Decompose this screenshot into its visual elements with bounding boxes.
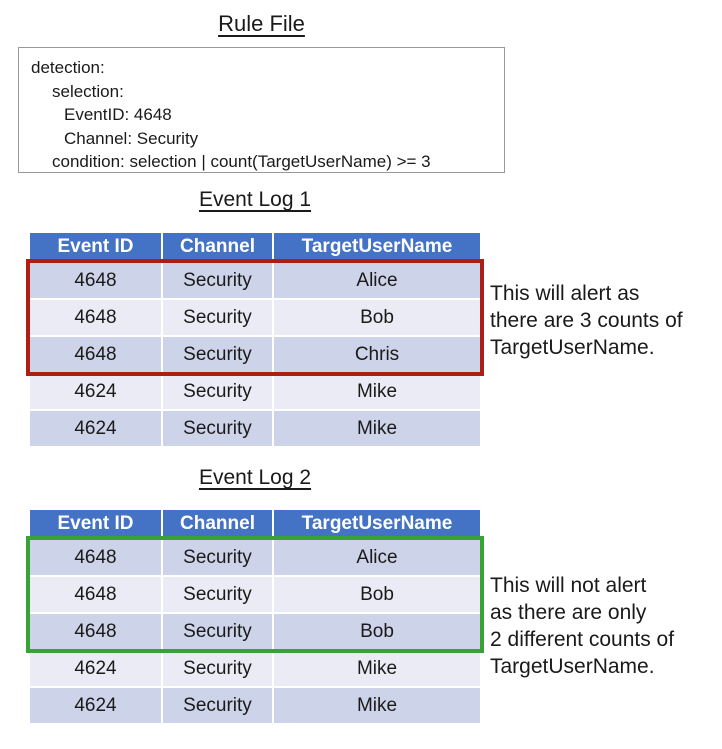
table-cell: 4624 (30, 411, 161, 446)
table-cell: Security (163, 651, 272, 686)
table-cell: Alice (274, 540, 480, 575)
table-cell: 4648 (30, 540, 161, 575)
table-cell: Mike (274, 411, 480, 446)
annotation-line: This will alert as (490, 282, 640, 305)
table-cell: 4624 (30, 374, 161, 409)
table-cell: 4648 (30, 263, 161, 298)
annotation-line: TargetUserName. (490, 655, 655, 678)
table-cell: Security (163, 577, 272, 612)
table-cell: Bob (274, 300, 480, 335)
annotation-line: TargetUserName. (490, 336, 655, 359)
rule-line: detection: (31, 58, 105, 77)
event-log-1-table: Event ID Channel TargetUserName 4648 Sec… (30, 233, 480, 446)
table-cell: 4624 (30, 651, 161, 686)
table-cell: Alice (274, 263, 480, 298)
table-cell: Mike (274, 688, 480, 723)
event-log-2-title: Event Log 2 (198, 466, 312, 489)
table-cell: Security (163, 374, 272, 409)
table-cell: Security (163, 300, 272, 335)
table-cell: Bob (274, 577, 480, 612)
annotation-line: as there are only (490, 601, 647, 624)
column-header-targetusername: TargetUserName (274, 233, 480, 261)
rule-file-title: Rule File (218, 11, 305, 36)
rule-line: selection: (52, 81, 124, 101)
table-cell: Security (163, 263, 272, 298)
table-cell: 4648 (30, 614, 161, 649)
rule-line: condition: selection | count(TargetUserN… (52, 152, 431, 171)
table-cell: Mike (274, 651, 480, 686)
column-header-targetusername: TargetUserName (274, 510, 480, 538)
table-cell: Security (163, 688, 272, 723)
alert-annotation: This will alert as there are 3 counts of… (490, 280, 683, 361)
annotation-line: This will not alert (490, 574, 647, 597)
table-cell: Mike (274, 374, 480, 409)
table-cell: Security (163, 337, 272, 372)
annotation-line: there are 3 counts of (490, 309, 683, 332)
table-cell: Security (163, 540, 272, 575)
event-log-1-title: Event Log 1 (198, 188, 312, 211)
table-cell: Chris (274, 337, 480, 372)
annotation-line: 2 different counts of (490, 628, 675, 651)
table-cell: 4624 (30, 688, 161, 723)
table-cell: Security (163, 614, 272, 649)
rule-line: EventID: 4648 (64, 105, 172, 124)
event-log-2-table: Event ID Channel TargetUserName 4648 Sec… (30, 510, 480, 723)
table-cell: Security (163, 411, 272, 446)
table-cell: 4648 (30, 337, 161, 372)
column-header-event-id: Event ID (30, 233, 161, 261)
rule-file-box: detection: selection: EventID: 4648 Chan… (18, 47, 505, 173)
no-alert-annotation: This will not alert as there are only 2 … (490, 572, 674, 680)
column-header-channel: Channel (163, 510, 272, 538)
table-cell: 4648 (30, 300, 161, 335)
table-cell: 4648 (30, 577, 161, 612)
column-header-event-id: Event ID (30, 510, 161, 538)
column-header-channel: Channel (163, 233, 272, 261)
table-cell: Bob (274, 614, 480, 649)
rule-line: Channel: Security (64, 128, 199, 148)
